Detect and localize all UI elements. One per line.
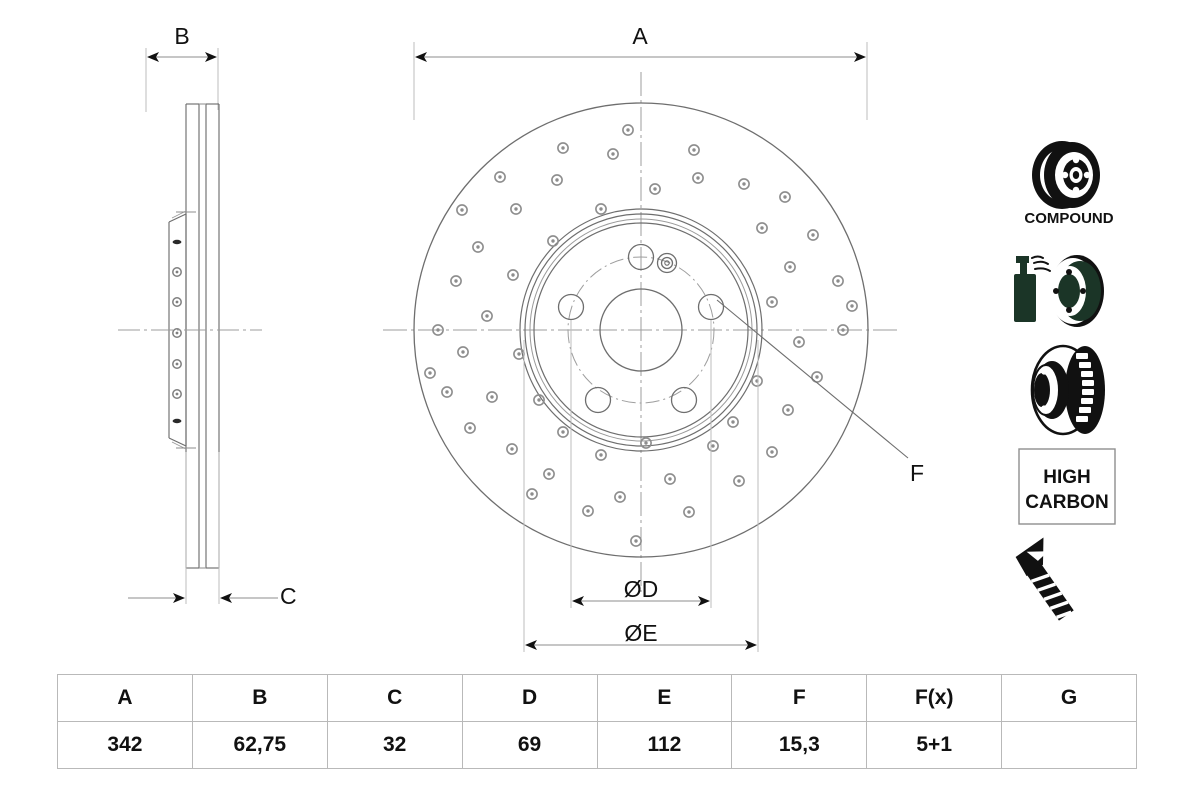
vented-disc-icon [1030,344,1105,436]
face-view: A [383,23,924,652]
side-view-drilled-holes [172,239,182,424]
high-carbon-line1: HIGH [1043,467,1091,488]
compound-disc-icon [1032,141,1100,209]
dimension-f-label: F [910,460,924,486]
center-bore [599,288,683,372]
table-value-row: 342 62,75 32 69 112 15,3 5+1 [57,721,1137,769]
table-value-e: 112 [596,721,733,769]
table-value-a: 342 [57,721,193,769]
table-header-b: B [191,674,328,722]
table-header-g: G [1001,674,1137,722]
dimension-b: B [145,23,219,112]
dimension-extension-lines [523,320,759,652]
table-header-c: C [326,674,463,722]
table-value-c: 32 [326,721,463,769]
table-value-b: 62,75 [191,721,328,769]
dimension-d-label: ØD [624,576,659,602]
dimension-table: A B C D E F F(x) G 342 62,75 32 69 112 1… [57,674,1137,769]
disc-outer-edge [413,102,869,558]
leader-f: F [716,299,924,486]
table-header-e: E [596,674,733,722]
countersunk-screw-icon [1015,537,1074,621]
side-view: B [118,23,297,609]
table-value-f: 15,3 [731,721,868,769]
table-header-fx: F(x) [866,674,1003,722]
dimension-d: ØD [572,576,710,606]
bolt-pitch-circle [567,256,715,404]
dimension-e: ØE [525,620,757,650]
table-value-fx: 5+1 [866,721,1003,769]
dimension-b-label: B [174,23,189,49]
locating-pin-hole [656,252,678,274]
table-header-row: A B C D E F F(x) G [57,674,1137,722]
table-header-f: F [731,674,868,722]
coated-disc-icon [1014,255,1104,327]
table-header-a: A [57,674,193,722]
table-value-g [1001,721,1137,769]
high-carbon-badge [1018,448,1116,525]
dimension-c: C [128,452,297,609]
table-header-d: D [461,674,598,722]
dimension-a: A [413,23,868,120]
compound-label: COMPOUND [1024,210,1113,227]
dimension-c-label: C [280,583,297,609]
dimension-e-label: ØE [624,620,657,646]
bolt-holes [557,243,725,414]
dimension-a-label: A [632,23,648,49]
table-value-d: 69 [461,721,598,769]
high-carbon-line2: CARBON [1025,492,1108,513]
